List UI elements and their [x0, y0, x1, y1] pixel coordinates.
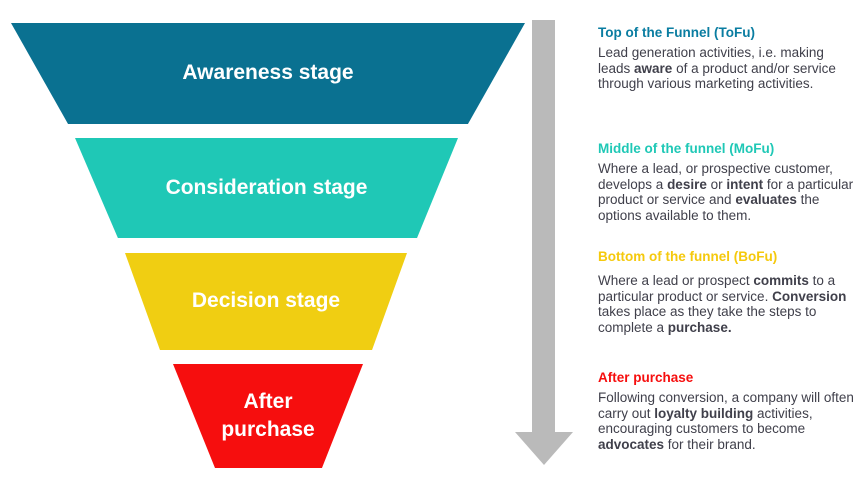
funnel-stage-consideration: Consideration stage — [75, 138, 458, 238]
funnel-stage-after-purchase: After purchase — [173, 364, 363, 468]
funnel-stage-consideration-label: Consideration stage — [165, 175, 368, 199]
funnel-stage-awareness-label: Awareness stage — [182, 61, 354, 85]
description-tofu-heading: Top of the Funnel (ToFu) — [598, 25, 755, 40]
description-tofu: Top of the Funnel (ToFu) Lead generation… — [598, 24, 856, 92]
description-bofu-body: Where a lead or prospect commits to a pa… — [598, 273, 847, 335]
down-arrow-shaft — [532, 20, 555, 433]
funnel-stage-decision-label: Decision stage — [191, 289, 341, 313]
description-mofu-heading: Middle of the funnel (MoFu) — [598, 141, 775, 156]
funnel-stage-awareness: Awareness stage — [11, 23, 525, 124]
description-bofu: Bottom of the funnel (BoFu) Where a lead… — [598, 248, 856, 335]
description-mofu-body: Where a lead, or prospective customer, d… — [598, 161, 854, 223]
funnel-stage-after-purchase-label: After purchase — [221, 389, 315, 441]
description-after-purchase-heading: After purchase — [598, 370, 694, 385]
down-arrow-head — [515, 432, 573, 465]
funnel-stage-decision: Decision stage — [125, 253, 407, 350]
description-tofu-body: Lead generation activities, i.e. making … — [598, 45, 836, 91]
description-mofu: Middle of the funnel (MoFu) Where a lead… — [598, 140, 856, 223]
description-bofu-heading: Bottom of the funnel (BoFu) — [598, 249, 778, 264]
description-after-purchase: After purchase Following conversion, a c… — [598, 369, 856, 452]
description-after-purchase-body: Following conversion, a company will oft… — [598, 390, 854, 452]
